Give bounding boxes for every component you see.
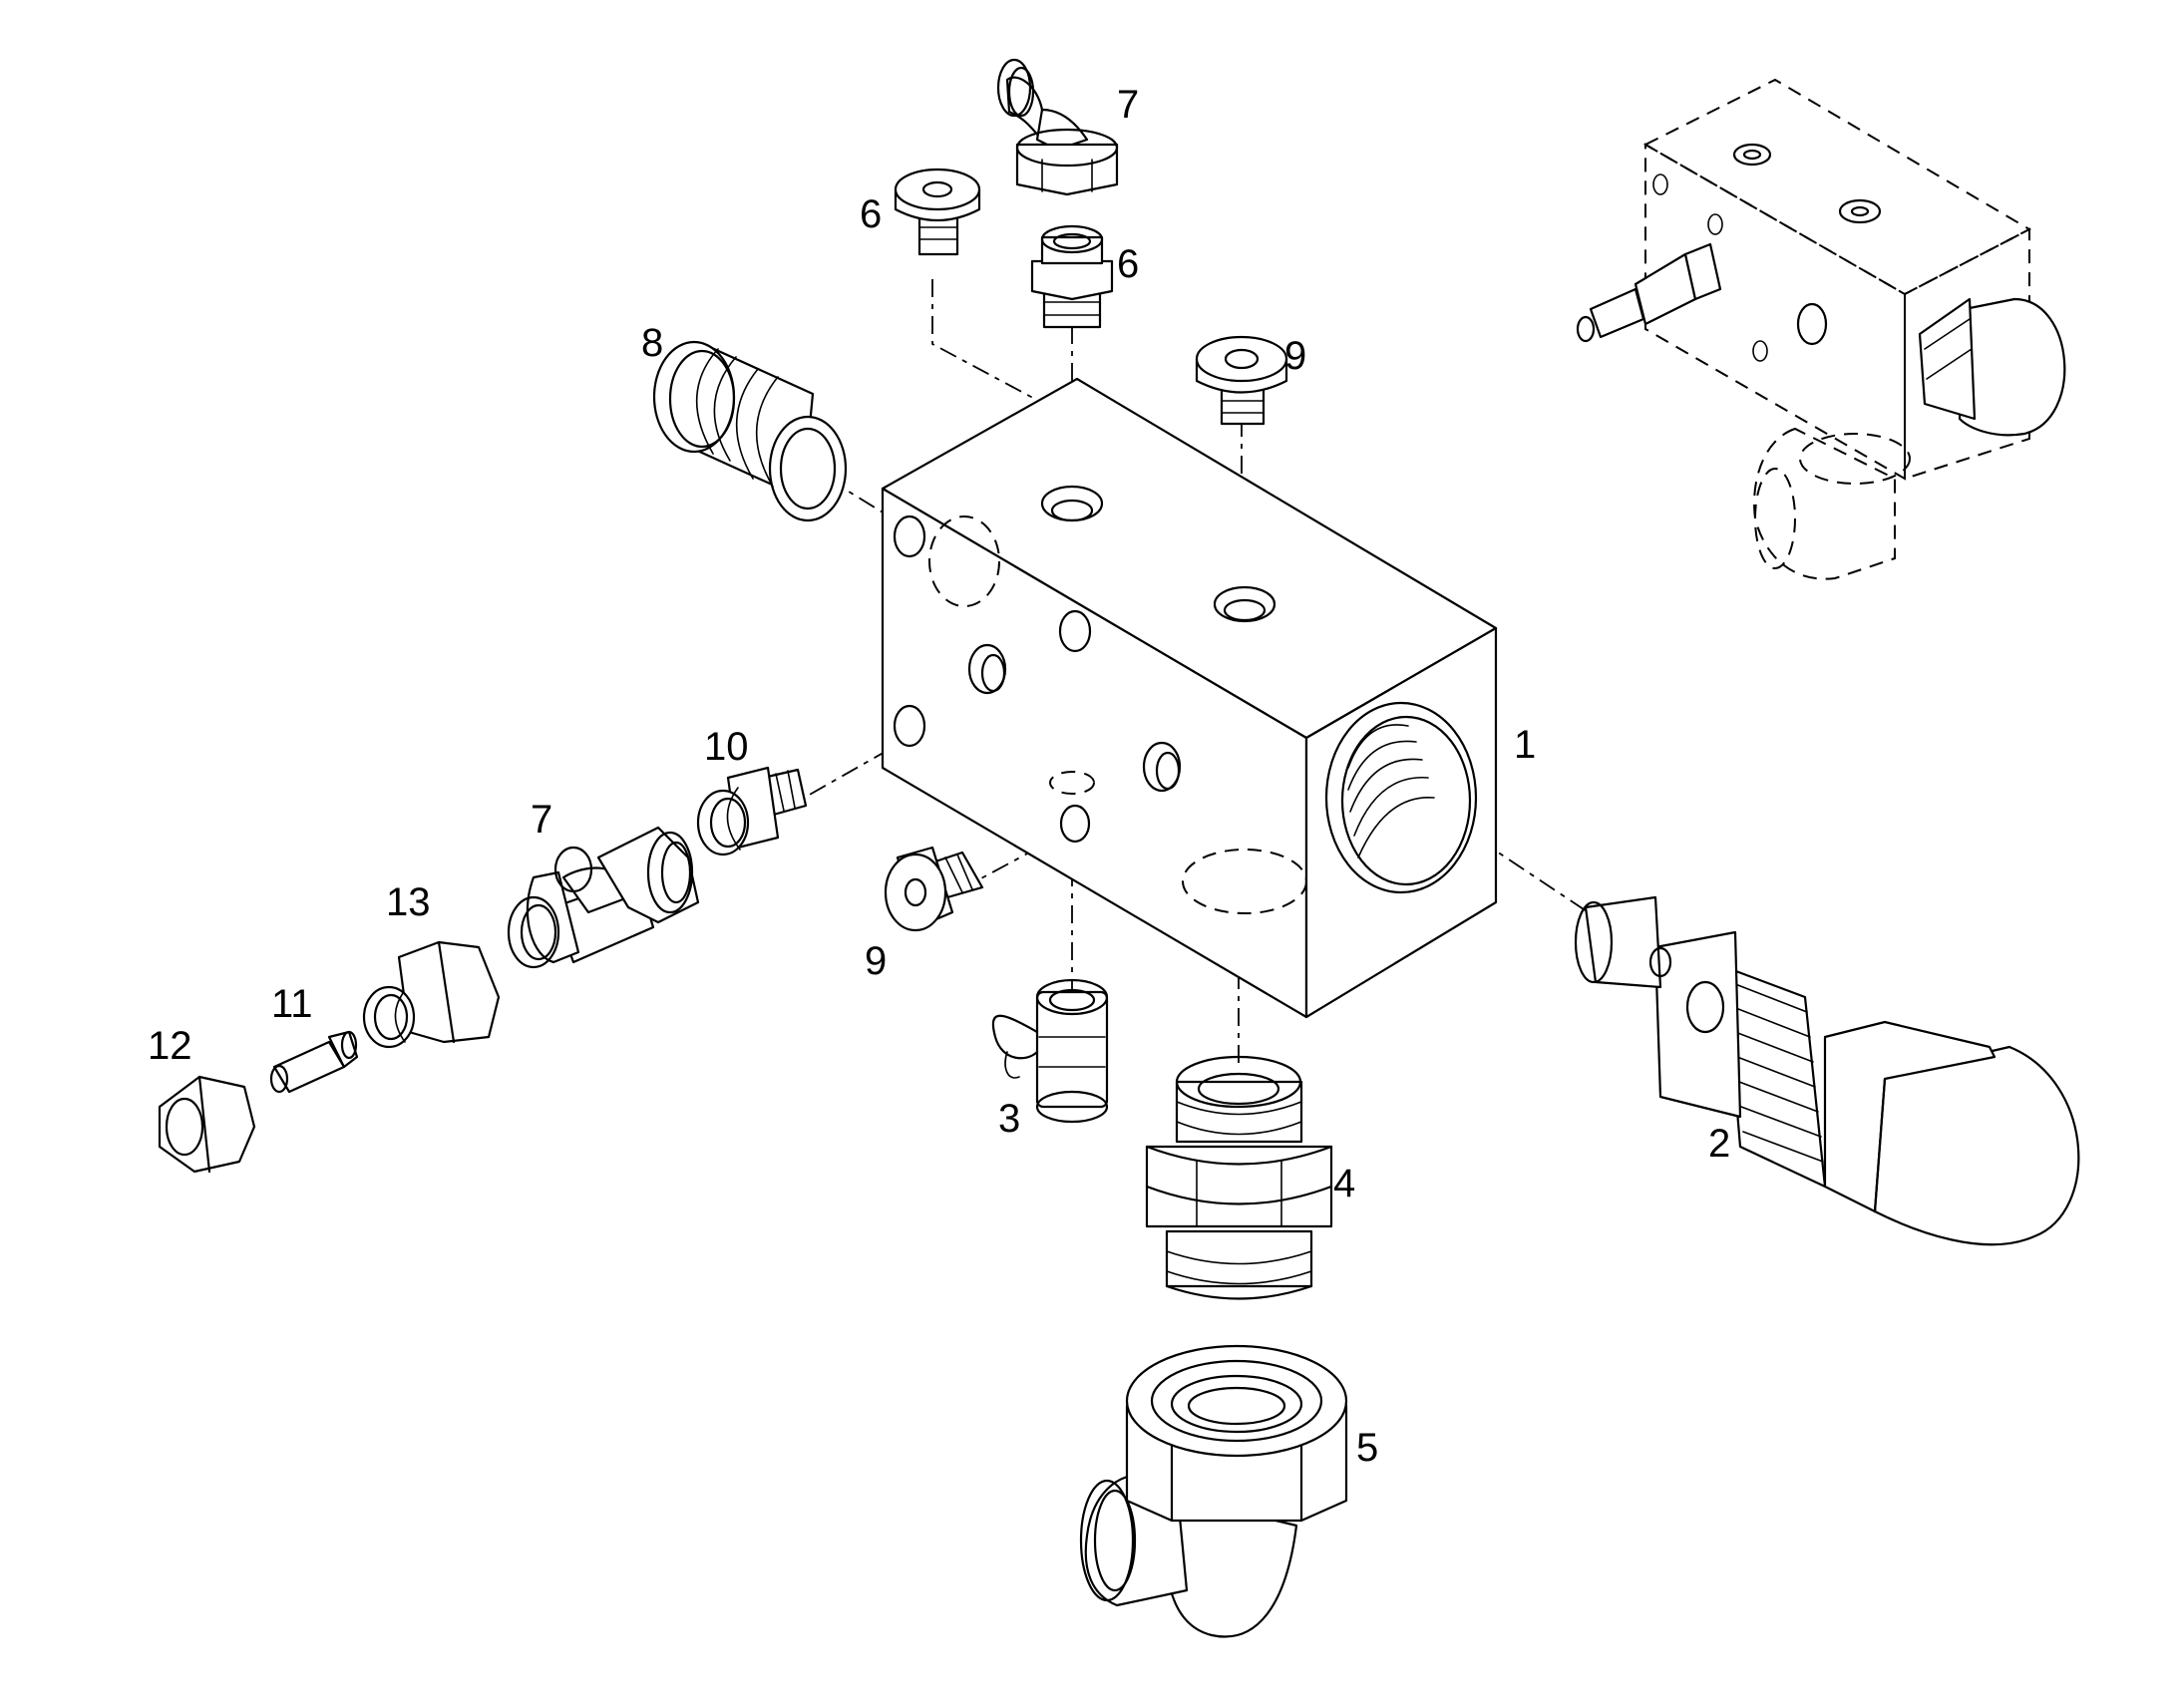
hex-nut — [158, 1075, 256, 1174]
nipple — [269, 1030, 359, 1094]
label-plug-top-right: 9 — [1284, 334, 1306, 378]
label-connector: 10 — [704, 725, 749, 769]
fitting — [362, 940, 501, 1049]
label-block: 1 — [1514, 723, 1536, 767]
large-elbow — [1079, 1344, 1348, 1638]
front-plug — [884, 846, 984, 932]
label-test-port: 3 — [998, 1097, 1020, 1141]
callout-labels: 1 2 3 4 5 6 6 7 7 8 9 9 10 11 12 13 — [148, 83, 1730, 1470]
label-elbow-top: 7 — [1117, 83, 1139, 127]
straight-adapter — [1145, 1055, 1333, 1300]
top-right-plug — [1195, 335, 1288, 426]
top-plug — [894, 168, 981, 256]
tee-fitting — [507, 826, 700, 969]
connector — [696, 766, 808, 856]
label-adapter: 4 — [1333, 1162, 1355, 1205]
port-adapter — [652, 340, 848, 522]
label-port-adapter: 8 — [641, 321, 663, 365]
cartridge-valve — [1574, 895, 2080, 1246]
manifold-block — [881, 377, 1498, 1019]
label-nipple: 11 — [271, 982, 313, 1026]
test-port — [991, 978, 1109, 1124]
label-elbow-large: 5 — [1356, 1426, 1378, 1470]
label-nut: 12 — [148, 1024, 192, 1068]
label-plug-front: 9 — [865, 939, 887, 983]
top-adapter — [1030, 224, 1114, 329]
label-plug-top: 6 — [860, 192, 882, 236]
top-elbow — [996, 58, 1119, 196]
label-fitting: 13 — [386, 880, 431, 924]
label-tee-left: 7 — [531, 798, 552, 842]
label-adapter-top: 6 — [1117, 242, 1139, 286]
label-cartridge: 2 — [1708, 1122, 1730, 1166]
assembly-inset — [1576, 78, 2066, 580]
